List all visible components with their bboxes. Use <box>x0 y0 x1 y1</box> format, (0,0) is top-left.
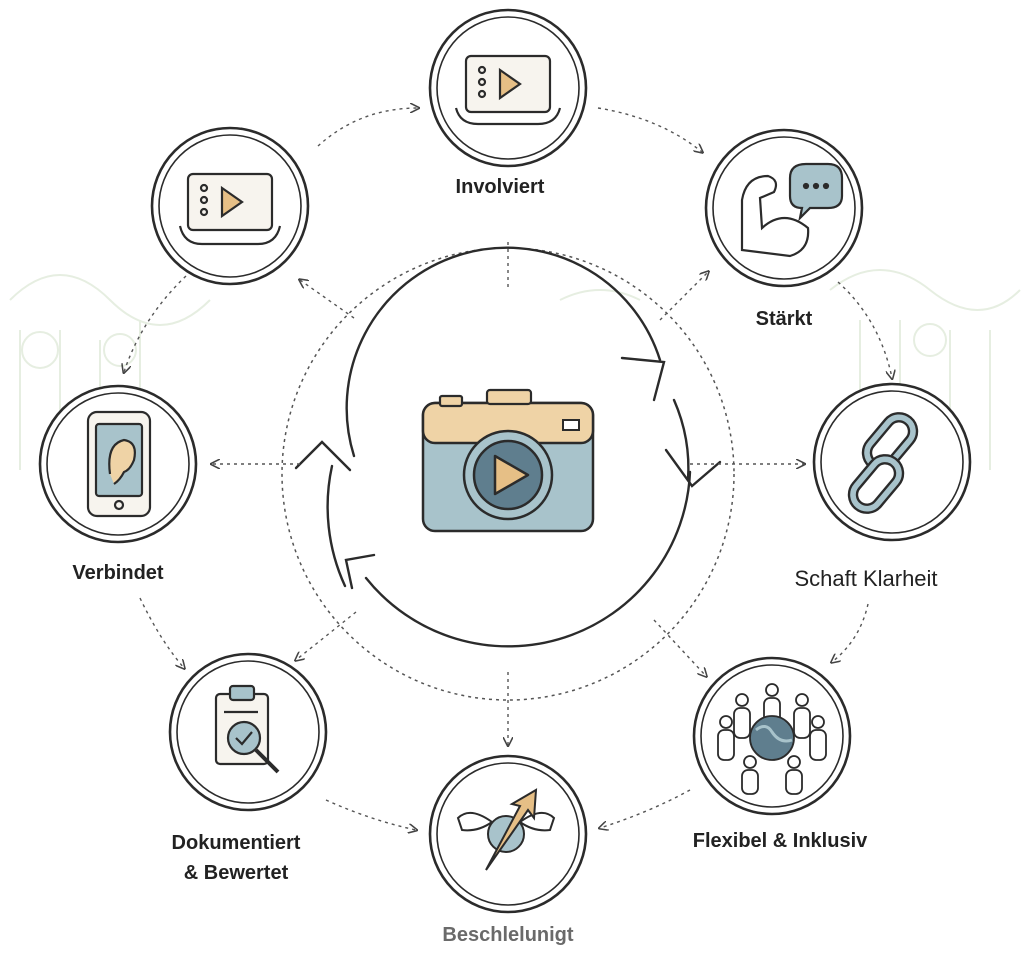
chain-link-icon <box>847 412 919 514</box>
label-dokumentiert-line2: & Bewertet <box>183 862 289 884</box>
cycle-ring <box>294 246 722 648</box>
label-flexibel: Flexibel & Inklusiv <box>692 830 868 852</box>
tablet-video-icon <box>178 172 282 246</box>
clipboard-magnifier-icon <box>214 684 280 774</box>
label-beschleunigt: Beschlelunigt <box>442 924 574 946</box>
video-camera-play-icon <box>421 388 595 533</box>
label-klarheit: Schaft Klarheit <box>794 566 938 591</box>
phone-ear-icon <box>86 410 152 518</box>
winged-arrow-icon <box>456 788 556 871</box>
node-involviert <box>428 8 588 168</box>
node-dokumentiert <box>168 652 328 812</box>
node-verbindet <box>38 384 198 544</box>
label-dokumentiert-line1: Dokumentiert <box>171 832 301 854</box>
node-staerkt <box>704 128 864 288</box>
node-klarheit <box>812 382 972 542</box>
label-involviert: Involviert <box>455 176 545 198</box>
connector-arrows <box>124 108 892 830</box>
people-globe-icon <box>717 683 827 795</box>
node-beschleunigt <box>428 754 588 914</box>
node-tablet-left <box>150 126 310 286</box>
flexed-arm-speech-bubble-icon <box>740 162 844 258</box>
label-staerkt: Stärkt <box>755 308 813 330</box>
tablet-video-icon <box>454 54 562 126</box>
label-verbindet: Verbindet <box>72 562 164 584</box>
node-flexibel <box>692 656 852 816</box>
